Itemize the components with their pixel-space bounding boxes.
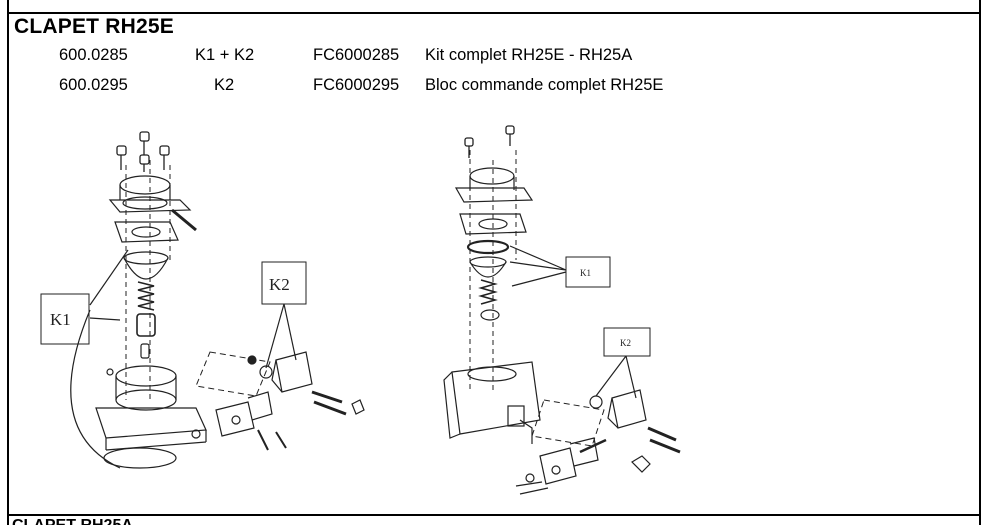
top-rule (7, 12, 981, 14)
part-code: FC6000295 (313, 76, 400, 94)
part-description: Kit complet RH25E - RH25A (425, 46, 633, 64)
k2-label: K2 (620, 338, 631, 348)
k1-label: K1 (580, 268, 591, 278)
section-title: CLAPET RH25E (14, 15, 174, 38)
part-ref: 600.0295 (59, 76, 128, 94)
page-frame (7, 0, 981, 525)
part-kit: K1 + K2 (195, 46, 255, 64)
screw-icon (464, 125, 515, 158)
k1-label: K1 (50, 310, 71, 329)
left-exploded-view: K1 K2 (40, 131, 365, 469)
part-description: Bloc commande complet RH25E (425, 76, 664, 94)
screw-icon (116, 131, 170, 172)
k2-label: K2 (269, 275, 290, 294)
part-kit: K2 (214, 76, 235, 94)
part-code: FC6000285 (313, 46, 400, 64)
part-ref: 600.0285 (59, 46, 128, 64)
right-exploded-view: K1 K2 (443, 125, 681, 495)
bottom-rule (7, 514, 981, 516)
next-section-title: CLAPET RH25A (12, 519, 133, 525)
